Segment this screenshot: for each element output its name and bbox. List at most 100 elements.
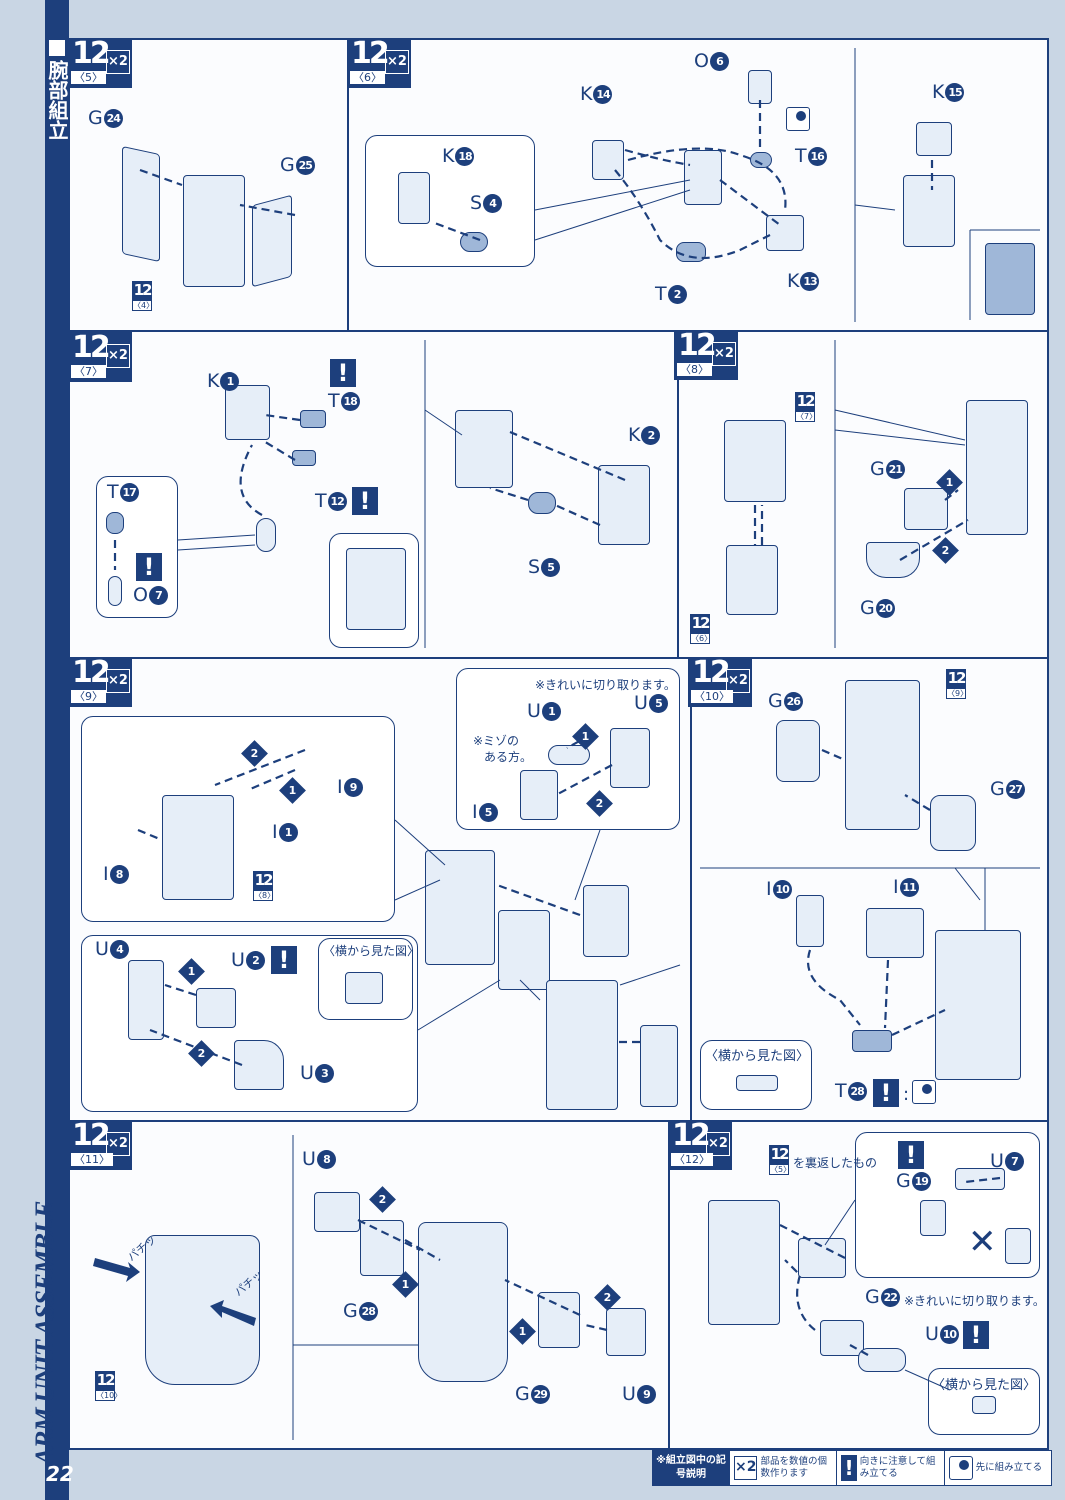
part-runner-letter: K	[787, 270, 800, 292]
order-marker-1: 1	[936, 469, 963, 496]
part-runner-letter: G	[768, 690, 783, 712]
part-number-circle: 17	[119, 482, 139, 502]
order-number: 1	[581, 730, 590, 743]
part-number-circle: 8	[109, 864, 129, 884]
order-marker-2: 2	[586, 790, 613, 817]
colon: :	[903, 1084, 910, 1105]
multiplier-badge: ×2	[712, 342, 736, 366]
ref-sub: 〈4〉	[132, 300, 155, 311]
part-o6-illustration	[748, 70, 772, 104]
part-number-circle: 6	[709, 51, 729, 71]
part-g20-illustration	[866, 542, 920, 578]
order-number: 2	[197, 1047, 206, 1060]
part-t28-illustration	[852, 1030, 892, 1052]
part-number-circle: 25	[295, 155, 315, 175]
order-marker-1: 1	[509, 1318, 536, 1345]
part-runner-letter: U	[231, 949, 245, 971]
part-number-circle: 1	[541, 701, 561, 721]
ref-sub: 〈6〉	[690, 633, 713, 644]
step-number: 12	[351, 36, 390, 71]
section-title: 腕部組立	[45, 38, 69, 144]
part-k15-illustration	[916, 122, 952, 156]
part-runner-letter: K	[207, 370, 220, 392]
order-marker-2: 2	[188, 1040, 215, 1067]
part-number-circle: 20	[875, 598, 895, 618]
part-i11-illustration	[866, 908, 924, 958]
multiplier-badge: ×2	[106, 669, 130, 693]
step-sub: 〈10〉	[691, 690, 733, 703]
part-runner-letter: T	[655, 283, 667, 305]
order-marker-1: 1	[572, 723, 599, 750]
upper-assembly-illustration	[724, 420, 786, 502]
part-runner-letter: G	[865, 1286, 880, 1308]
note-flipped: を裏返したもの	[793, 1156, 878, 1170]
step-ref-12-8: 12〈8〉	[253, 871, 275, 901]
part-t16-illustration	[750, 152, 772, 168]
step-header-12-9: 12〈9〉×2	[68, 655, 132, 707]
part-number-circle: 9	[636, 1384, 656, 1404]
order-marker-2: 2	[241, 740, 268, 767]
part-illustration	[798, 1238, 846, 1278]
part-runner-letter: U	[300, 1062, 314, 1084]
part-number-circle: 26	[783, 691, 803, 711]
part-number-circle: 10	[939, 1324, 959, 1344]
multiplier-badge: ×2	[106, 1132, 130, 1156]
part-s4-illustration	[460, 232, 488, 252]
legend-text: 部品を数値の個数作ります	[760, 1456, 827, 1479]
part-g26-illustration	[776, 720, 820, 782]
part-number-circle: 5	[648, 693, 668, 713]
part-runner-letter: I	[103, 863, 109, 885]
part-runner-letter: K	[580, 83, 593, 105]
step-header-12-6: 12〈6〉×2	[347, 36, 411, 88]
part-number-circle: 5	[541, 557, 561, 577]
step-number: 12	[72, 1118, 111, 1153]
caution-icon: !	[136, 553, 162, 581]
caution-icon: !	[898, 1141, 924, 1169]
order-number: 2	[378, 1193, 387, 1206]
step-sub: 〈6〉	[350, 71, 385, 84]
note-cut-clean: ※きれいに切り取ります。	[535, 678, 676, 692]
step-sub: 〈12〉	[671, 1153, 713, 1166]
step-number: 12	[72, 36, 111, 71]
step-number: 12	[678, 328, 717, 363]
part-number-circle: 3	[314, 1063, 334, 1083]
multiplier-badge: ×2	[726, 669, 750, 693]
part-runner-letter: S	[528, 556, 541, 578]
part-runner-letter: T	[315, 490, 327, 512]
part-runner-letter: K	[932, 81, 945, 103]
ref-sub: 〈10〉	[95, 1390, 123, 1401]
caution-icon: !	[841, 1455, 857, 1481]
part-runner-letter: T	[328, 390, 340, 412]
part-number-circle: 28	[847, 1081, 867, 1101]
part-k14-illustration	[592, 140, 624, 180]
part-runner-letter: U	[634, 692, 648, 714]
part-number-circle: 14	[593, 84, 613, 104]
step-ref-12-6: 12〈6〉	[690, 614, 713, 644]
assembly-illustration	[845, 680, 920, 830]
part-number-circle: 9	[343, 777, 363, 797]
part-u9-illustration	[606, 1308, 646, 1356]
note-groove-2: ある方。	[484, 750, 533, 764]
step-header-12-7: 12〈7〉×2	[68, 330, 132, 382]
part-runner-letter: U	[925, 1323, 939, 1345]
part-number-circle: 21	[885, 459, 905, 479]
part-number-circle: 27	[1005, 779, 1025, 799]
